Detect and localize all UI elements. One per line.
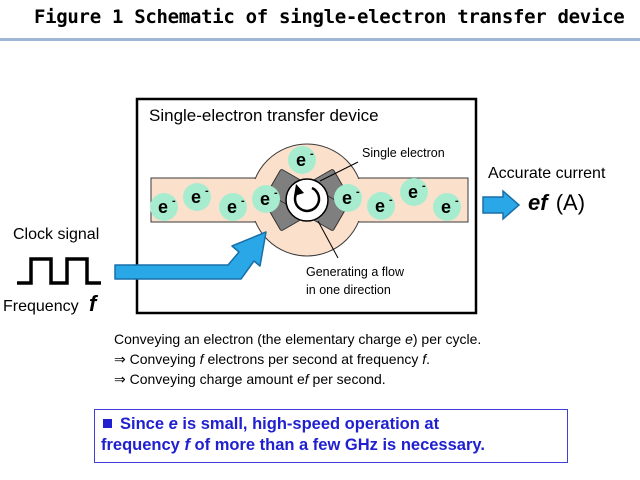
svg-text:-: - xyxy=(455,195,459,207)
svg-text:e: e xyxy=(227,197,237,217)
clock-signal-label: Clock signal xyxy=(13,226,100,243)
electron-5: e- xyxy=(288,146,316,174)
svg-text:-: - xyxy=(205,185,209,197)
caption-line-3: ⇒ Conveying charge amount ef per second. xyxy=(114,371,386,387)
caption-line-1: Conveying an electron (the elementary ch… xyxy=(114,331,482,347)
svg-text:-: - xyxy=(172,195,176,207)
clock-waveform xyxy=(17,257,101,285)
electron-8: e- xyxy=(400,178,428,206)
current-symbol: ef xyxy=(528,190,548,215)
electron-7: e- xyxy=(367,192,395,220)
accurate-current-label: Accurate current xyxy=(488,165,606,182)
svg-text:e: e xyxy=(441,197,451,217)
single-electron-pointer xyxy=(319,161,359,182)
svg-text:-: - xyxy=(422,180,426,192)
input-arrow xyxy=(114,231,267,280)
frequency-symbol: f xyxy=(89,291,97,316)
electron-4: e- xyxy=(252,185,280,213)
electron-6: e- xyxy=(334,184,362,212)
current-value: ef (A) xyxy=(528,190,585,216)
svg-text:-: - xyxy=(356,186,360,198)
svg-text:-: - xyxy=(310,148,314,160)
rotor-hub xyxy=(285,178,329,222)
electrons-group: e-e-e-e-e-e-e-e-e- xyxy=(150,146,461,221)
single-electron-label: Single electron xyxy=(362,146,445,160)
svg-text:e: e xyxy=(158,197,168,217)
note-line-1: Since e is small, high-speed operation a… xyxy=(101,414,567,435)
electron-9: e- xyxy=(433,193,461,221)
caption-line-2: ⇒ Conveying f electrons per second at fr… xyxy=(114,351,431,367)
flow-label-line2: in one direction xyxy=(306,283,391,297)
square-bullet-icon xyxy=(103,419,112,428)
flow-label-line1: Generating a flow xyxy=(306,265,404,279)
rotation-arrow-icon xyxy=(293,186,321,213)
figure-title: Figure 1 Schematic of single-electron tr… xyxy=(34,6,625,28)
title-underline xyxy=(0,38,640,41)
svg-text:e: e xyxy=(408,182,418,202)
electron-2: e- xyxy=(183,183,211,211)
frequency-text: Frequency xyxy=(3,298,79,315)
current-unit: (A) xyxy=(555,190,586,215)
note-box: Since e is small, high-speed operation a… xyxy=(94,409,568,463)
svg-text:-: - xyxy=(241,195,245,207)
flow-pointer xyxy=(317,220,339,259)
svg-text:e: e xyxy=(375,196,385,216)
svg-text:e: e xyxy=(260,189,270,209)
device-label: Single-electron transfer device xyxy=(149,106,379,125)
svg-text:-: - xyxy=(274,187,278,199)
svg-text:e: e xyxy=(191,187,201,207)
output-arrow xyxy=(482,189,521,221)
svg-text:-: - xyxy=(389,194,393,206)
note-line-2: frequency f of more than a few GHz is ne… xyxy=(101,436,485,454)
svg-text:e: e xyxy=(296,150,306,170)
caption: Conveying an electron (the elementary ch… xyxy=(114,329,481,389)
electron-3: e- xyxy=(219,193,247,221)
frequency-label: Frequency f xyxy=(3,291,96,317)
svg-text:e: e xyxy=(342,188,352,208)
electron-1: e- xyxy=(150,193,178,221)
